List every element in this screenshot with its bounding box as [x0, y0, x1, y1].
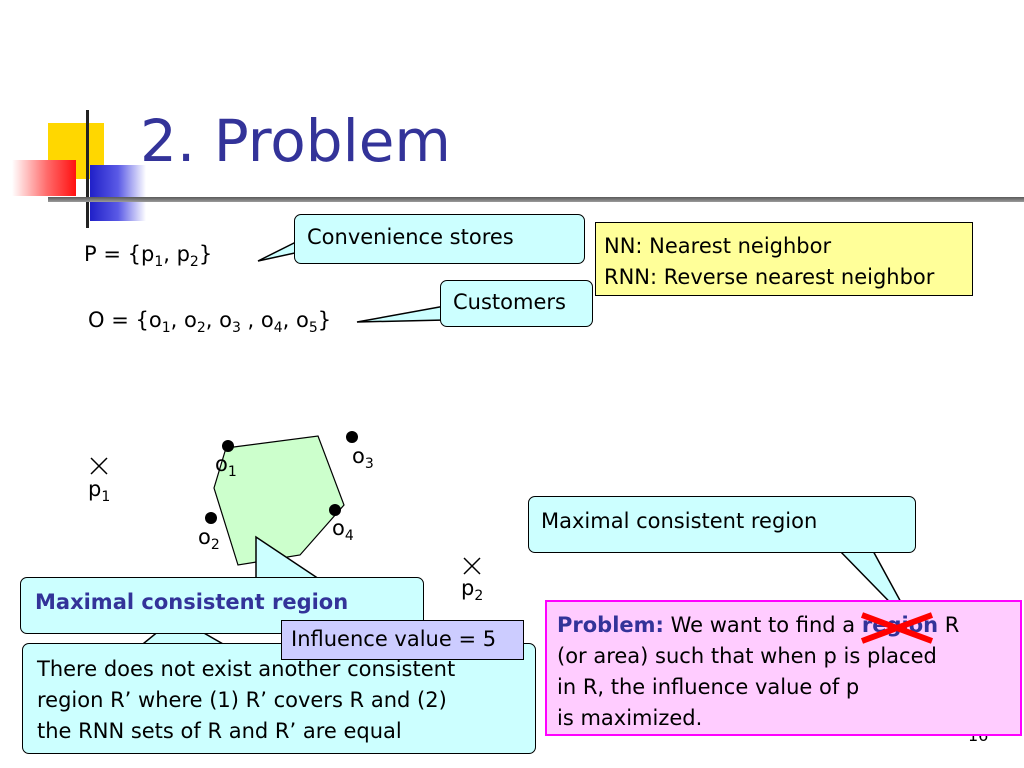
- slide-title: 2. Problem: [140, 107, 451, 175]
- p2-sub: 2: [474, 588, 484, 605]
- o4-sub: 4: [344, 528, 354, 545]
- problem-line-4: is maximized.: [557, 706, 703, 730]
- customers-callout: Customers: [440, 280, 593, 327]
- set-o-sep3: , o: [240, 308, 274, 332]
- o2-letter: o: [198, 525, 211, 549]
- rnn-definition-line: RNN: Reverse nearest neighbor: [604, 265, 935, 289]
- o3-letter: o: [352, 444, 365, 468]
- set-o-sub4: 4: [273, 320, 283, 337]
- customers-label: Customers: [453, 290, 566, 314]
- point-o4-label: o4: [332, 516, 354, 544]
- set-p-sub2: 2: [189, 254, 199, 271]
- problem-line-1: Problem: We want to find a region R: [557, 610, 1010, 644]
- p2-cross-icon: [463, 557, 481, 575]
- convenience-stores-callout: Convenience stores: [294, 214, 585, 264]
- influence-value-box: Influence value = 5: [281, 620, 524, 660]
- decor-vertical-line: [86, 110, 89, 228]
- definition-callout: There does not exist another consistent …: [22, 643, 536, 754]
- problem-label: Problem:: [557, 613, 664, 637]
- problem-line-2: (or area) such that when p is placed: [557, 644, 937, 668]
- title-underline: [48, 197, 1024, 202]
- decor-blue-square: [90, 165, 146, 221]
- set-o-sub5: 5: [308, 320, 318, 337]
- point-o2-dot: [205, 512, 217, 524]
- point-o3-dot: [346, 431, 358, 443]
- set-o: O = {o1, o2, o3 , o4, o5}: [88, 308, 331, 336]
- maximal-region-label-left: Maximal consistent region: [35, 590, 349, 614]
- set-p: P = {p1, p2}: [84, 242, 212, 270]
- problem-text-part1: We want to find a: [663, 613, 862, 637]
- decor-red-square: [12, 160, 76, 196]
- problem-line-3: in R, the influence value of p: [557, 675, 860, 699]
- set-p-mid: , p: [163, 242, 190, 266]
- set-p-suffix: }: [198, 242, 213, 266]
- point-o3-label: o3: [352, 444, 374, 472]
- o1-letter: o: [215, 452, 228, 476]
- red-cross-icon: [860, 612, 933, 644]
- set-o-sep1: , o: [170, 308, 197, 332]
- consistent-region: [213, 435, 345, 566]
- p1-cross-icon: [90, 457, 108, 475]
- set-p-prefix: P = {p: [84, 242, 155, 266]
- maximal-region-callout-right: Maximal consistent region: [528, 496, 916, 553]
- o4-letter: o: [332, 516, 345, 540]
- point-p1-label: p1: [88, 477, 110, 505]
- o2-sub: 2: [210, 537, 220, 554]
- nn-definition-box: NN: Nearest neighbor RNN: Reverse neares…: [595, 222, 973, 296]
- convenience-stores-label: Convenience stores: [307, 225, 514, 249]
- set-o-sep4: , o: [282, 308, 309, 332]
- problem-text-part2: R: [938, 613, 960, 637]
- point-o4-dot: [329, 504, 341, 516]
- set-o-sub2: 2: [196, 320, 206, 337]
- point-p2-label: p2: [461, 576, 483, 604]
- point-o1-label: o1: [215, 452, 237, 480]
- definition-line-3: the RNN sets of R and R’ are equal: [37, 719, 402, 743]
- point-o2-label: o2: [198, 525, 220, 553]
- p1-letter: p: [88, 477, 102, 501]
- problem-statement-box: Problem: We want to find a region R (or …: [545, 600, 1022, 736]
- p1-sub: 1: [101, 489, 111, 506]
- set-o-sub1: 1: [161, 320, 171, 337]
- influence-value-label: Influence value = 5: [291, 627, 497, 651]
- set-o-sep2: , o: [205, 308, 232, 332]
- maximal-region-label-right: Maximal consistent region: [541, 509, 818, 533]
- crossed-region-word: region: [860, 612, 938, 644]
- o1-sub: 1: [227, 464, 237, 481]
- point-o1-dot: [222, 440, 234, 452]
- o3-sub: 3: [364, 456, 374, 473]
- set-p-sub1: 1: [154, 254, 164, 271]
- set-o-sub3: 3: [231, 320, 241, 337]
- nn-definition-line: NN: Nearest neighbor: [604, 234, 832, 258]
- definition-line-1: There does not exist another consistent: [37, 657, 456, 681]
- set-o-prefix: O = {o: [88, 308, 162, 332]
- definition-line-2: region R’ where (1) R’ covers R and (2): [37, 688, 447, 712]
- customers-callout-tail: [356, 305, 446, 323]
- set-o-suffix: }: [317, 308, 332, 332]
- p2-letter: p: [461, 576, 475, 600]
